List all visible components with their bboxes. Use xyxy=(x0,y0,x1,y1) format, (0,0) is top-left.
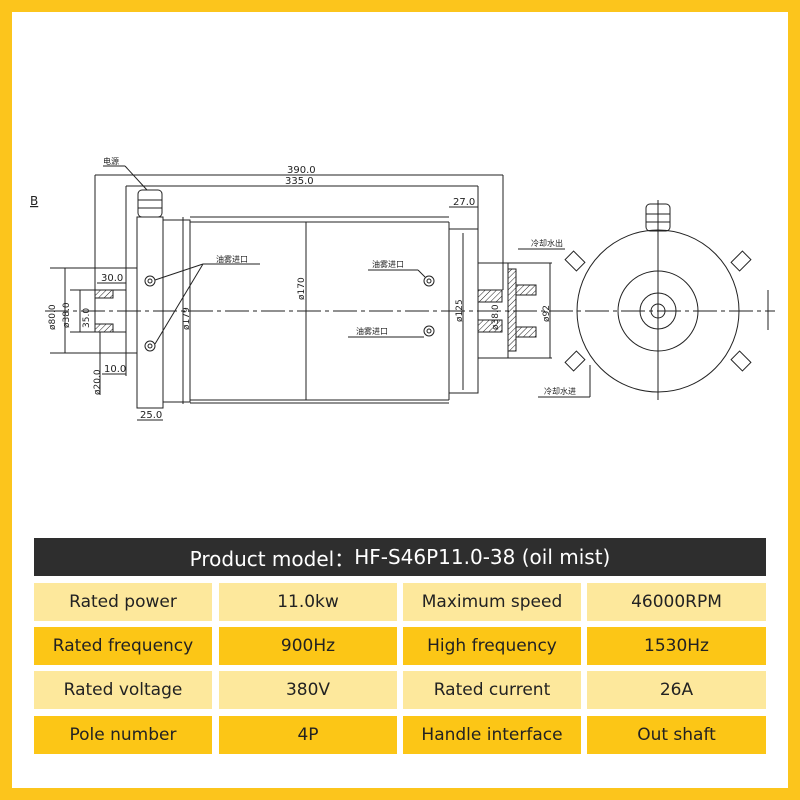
spec-label: Rated frequency xyxy=(34,627,212,665)
spec-label: Pole number xyxy=(34,716,212,754)
label-cooling-out: 冷却水出 xyxy=(531,238,563,248)
spec-value: 11.0kw xyxy=(219,583,397,621)
oil-mist-fitting-icon xyxy=(144,340,156,352)
dim-dia92: ø92 xyxy=(542,305,552,322)
dim-dia125: ø125 xyxy=(455,299,465,322)
label-oil-mist-inlet: 油雾进口 xyxy=(356,326,388,336)
product-model-value: HF-S46P11.0-38 (oil mist) xyxy=(354,545,611,569)
dim-dia80: ø80.0 xyxy=(48,304,58,330)
label-oil-mist-inlet: 油雾进口 xyxy=(216,254,248,264)
label-cooling-in: 冷却水进 xyxy=(544,386,576,396)
section-mark: B xyxy=(30,194,38,208)
oil-mist-fitting-icon xyxy=(144,275,156,287)
dim-dia170: ø170 xyxy=(297,277,307,300)
dim-dia38b: ø38.0 xyxy=(491,304,501,330)
dim-390: 390.0 xyxy=(287,165,316,176)
oil-mist-fitting-icon xyxy=(423,275,435,287)
dim-27: 27.0 xyxy=(453,197,475,208)
spec-label: Rated power xyxy=(34,583,212,621)
dim-dia20: ø20.0 xyxy=(93,369,103,395)
power-cable-gland xyxy=(137,189,163,218)
spec-label: High frequency xyxy=(403,627,581,665)
front-flange xyxy=(136,216,164,409)
spec-value: 46000RPM xyxy=(587,583,766,621)
dim-dia179: ø179 xyxy=(182,307,192,330)
spec-value: 26A xyxy=(587,671,766,709)
end-view xyxy=(564,200,769,400)
label-power: 电源 xyxy=(103,156,119,166)
label-oil-mist-inlet: 油雾进口 xyxy=(372,259,404,269)
spec-value: 1530Hz xyxy=(587,627,766,665)
spec-label: Rated current xyxy=(403,671,581,709)
spindle-technical-drawing: B 390.0 335.0 27.0 电源 ø179 ø170 ø80.0 ø3… xyxy=(30,156,775,421)
spec-label: Handle interface xyxy=(403,716,581,754)
dim-10: 10.0 xyxy=(104,364,126,375)
dim-dia38: ø38.0 xyxy=(62,302,72,328)
dim-25: 25.0 xyxy=(140,410,162,421)
spec-value: 900Hz xyxy=(219,627,397,665)
dim-35: 35.0 xyxy=(82,308,92,328)
oil-mist-fitting-icon xyxy=(423,325,435,337)
spec-value: 380V xyxy=(219,671,397,709)
spec-label: Rated voltage xyxy=(34,671,212,709)
spec-value: 4P xyxy=(219,716,397,754)
dim-335: 335.0 xyxy=(285,176,314,187)
spec-label: Maximum speed xyxy=(403,583,581,621)
product-model-label: Product model： xyxy=(189,546,355,571)
spec-value: Out shaft xyxy=(587,716,766,754)
dim-30: 30.0 xyxy=(101,273,123,284)
product-model-header: Product model： HF-S46P11.0-38 (oil mist) xyxy=(34,538,766,576)
